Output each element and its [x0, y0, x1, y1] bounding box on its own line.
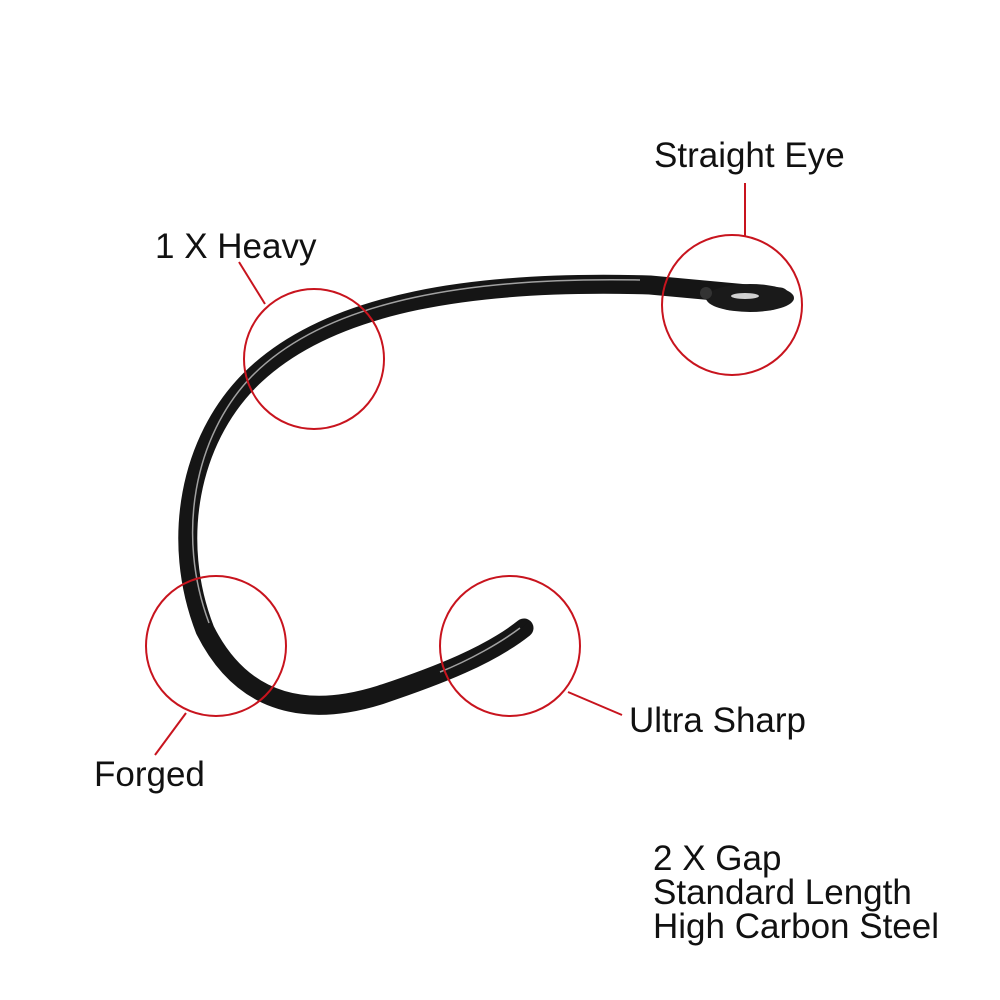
spec-list: 2 X Gap Standard Length High Carbon Stee… [653, 839, 939, 946]
callout-circle-1x-heavy [243, 288, 385, 430]
label-ultra-sharp: Ultra Sharp [629, 701, 807, 740]
label-straight-eye: Straight Eye [654, 136, 845, 175]
callout-circle-straight-eye [661, 234, 803, 376]
hook-illustration [178, 274, 794, 715]
leader-line-ultra-sharp [567, 691, 623, 716]
callout-circle-forged [145, 575, 287, 717]
spec-gap: 2 X Gap [653, 839, 782, 878]
spec-material: High Carbon Steel [653, 907, 939, 946]
hook-point [510, 622, 528, 644]
leader-line-1x-heavy [238, 261, 266, 305]
spec-length: Standard Length [653, 873, 912, 912]
label-forged: Forged [94, 755, 205, 794]
callout-circle-ultra-sharp [439, 575, 581, 717]
leader-line-forged [154, 712, 187, 756]
label-1x-heavy: 1 X Heavy [155, 227, 317, 266]
